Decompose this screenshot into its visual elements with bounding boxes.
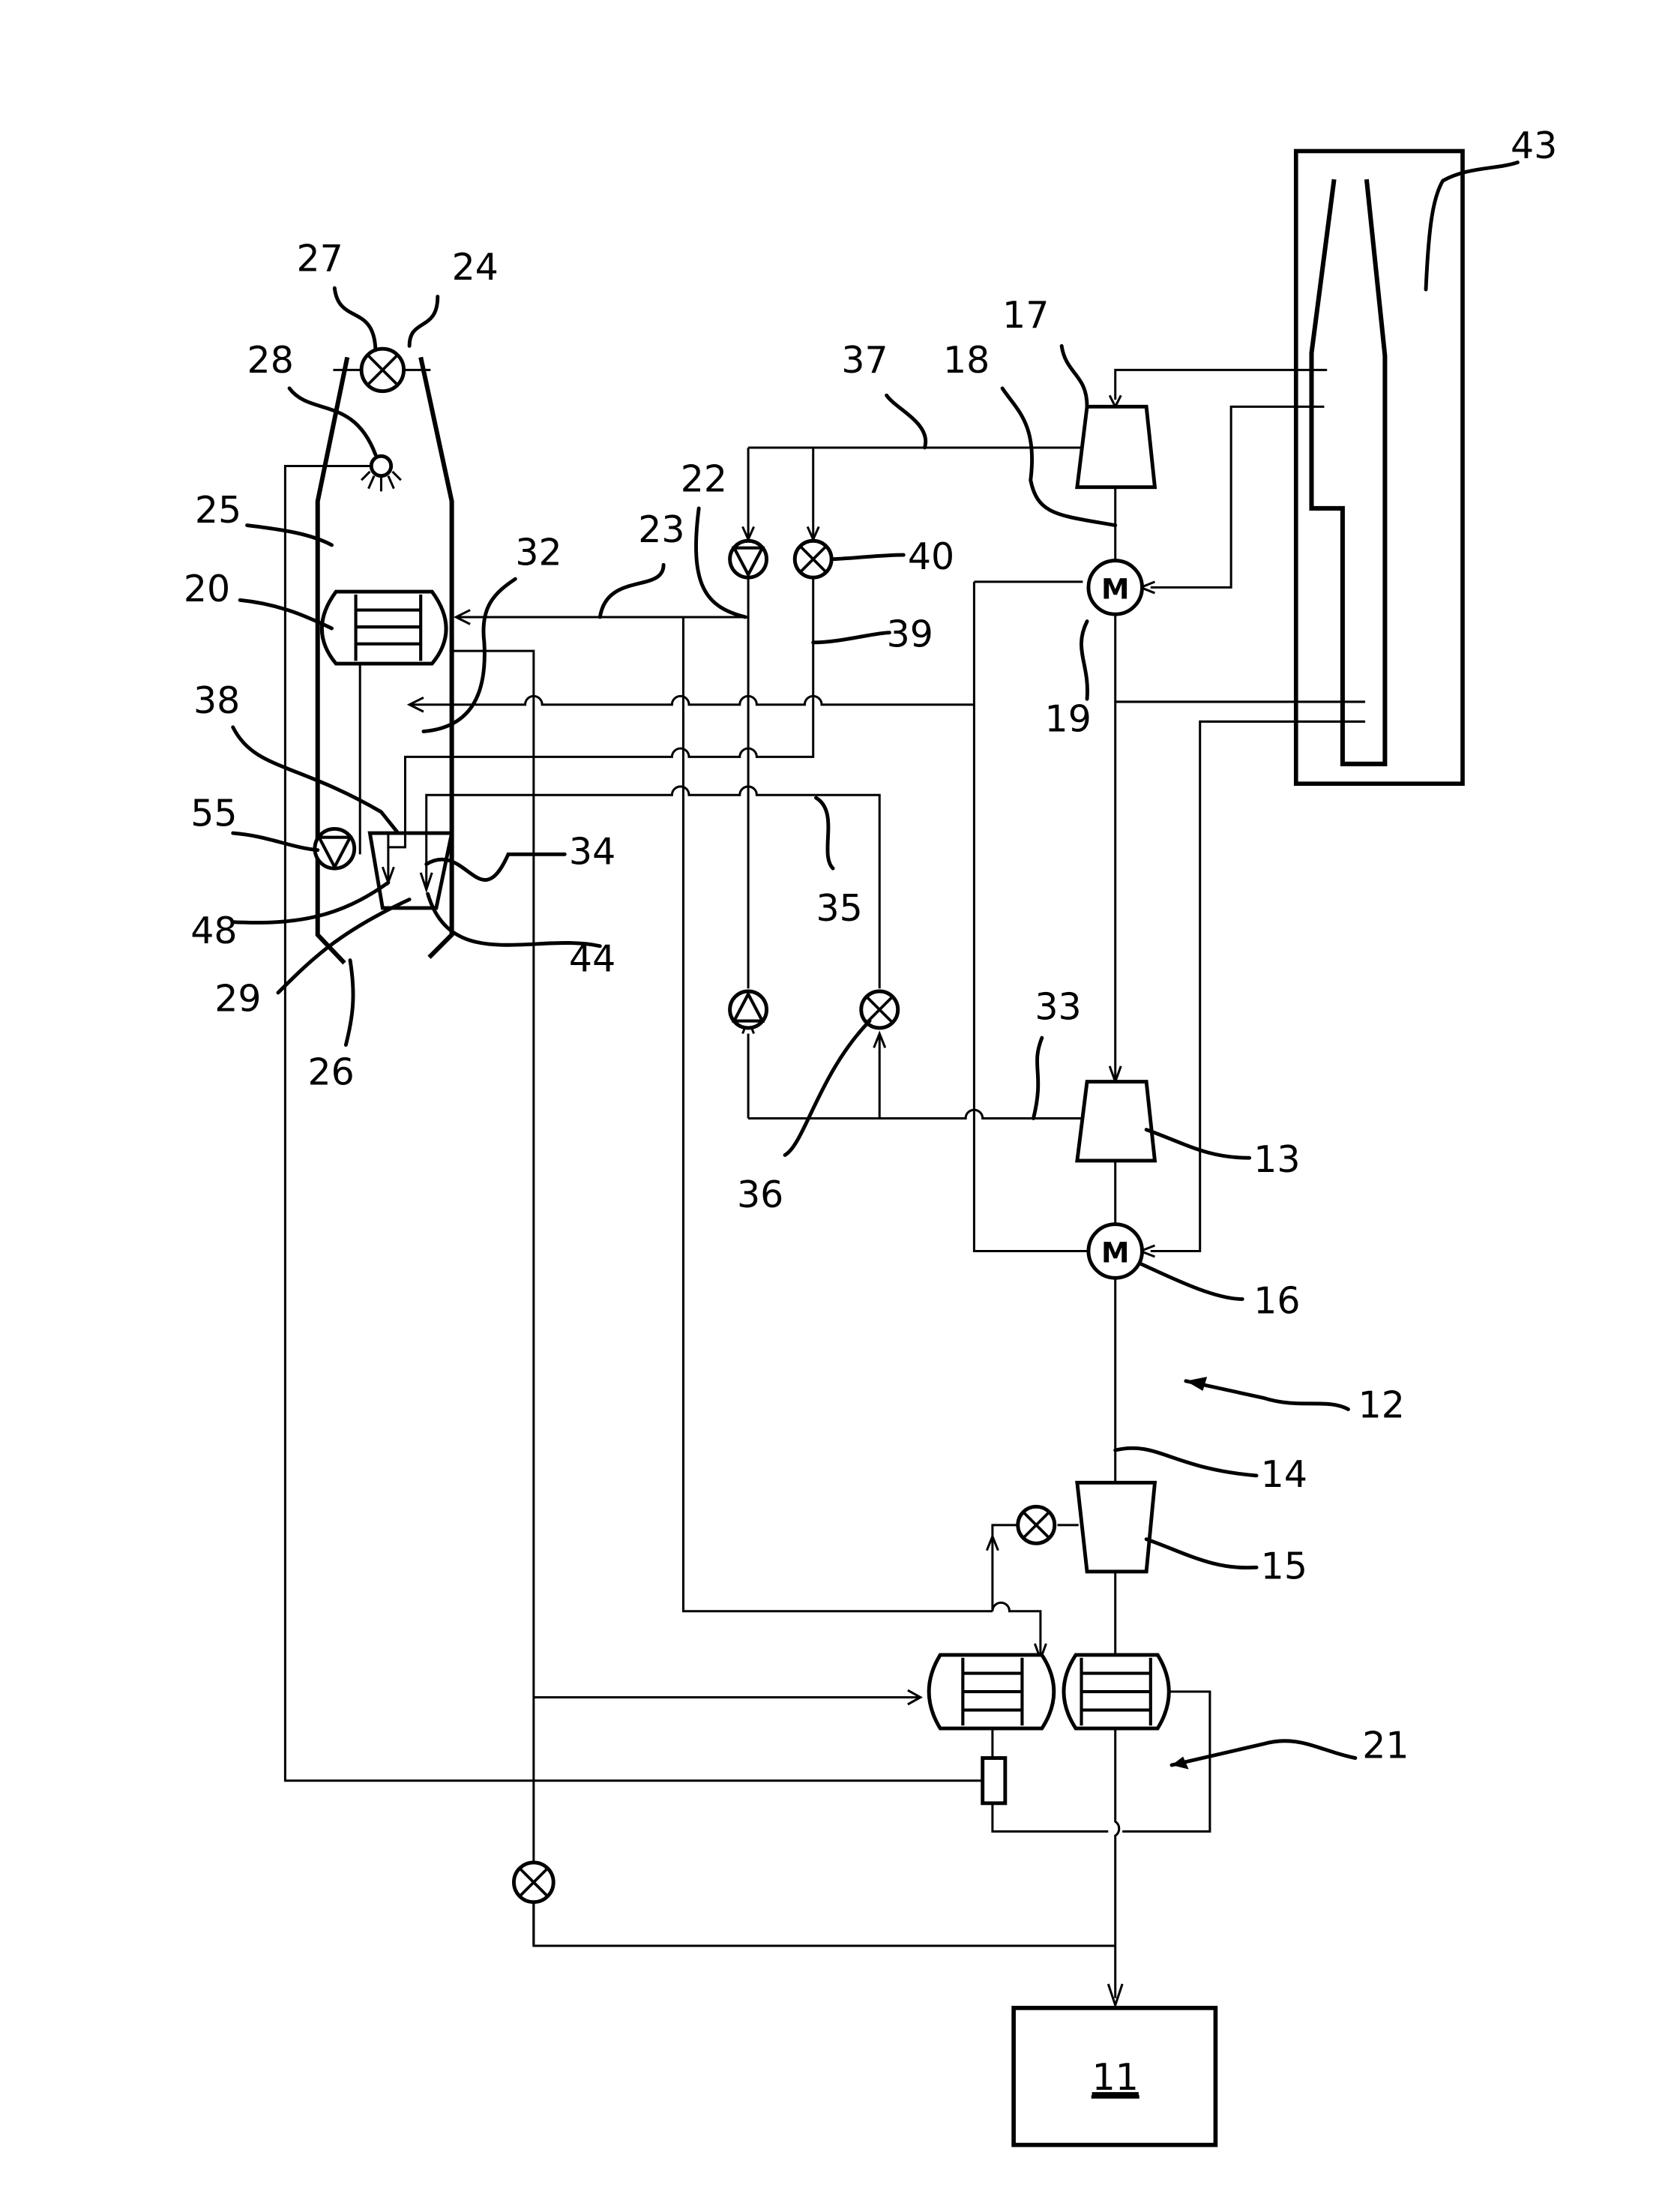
motor-19: M <box>1086 559 1144 616</box>
label-17: 17 <box>1002 294 1049 337</box>
motor-16: M <box>1086 1222 1144 1280</box>
label-29: 29 <box>214 977 261 1020</box>
vessel <box>315 356 454 965</box>
valve-bottom-left[interactable] <box>512 1860 556 1905</box>
label-20: 20 <box>184 568 230 610</box>
pipes <box>283 368 1366 2009</box>
expander-15 <box>1075 1480 1157 1574</box>
label-38: 38 <box>193 679 240 722</box>
separator-icon <box>367 831 454 910</box>
spray-nozzle-28 <box>361 454 402 492</box>
label-27: 27 <box>296 238 343 280</box>
label-36: 36 <box>737 1173 783 1216</box>
unit-11: 11 <box>1011 2006 1218 2148</box>
motor-icon <box>1086 559 1144 616</box>
pump-lower <box>728 989 769 1030</box>
label-37: 37 <box>841 339 888 382</box>
tower-43 <box>1293 148 1465 786</box>
compressor-icon <box>1075 404 1157 490</box>
label-19: 19 <box>1045 697 1092 740</box>
label-44: 44 <box>569 938 615 981</box>
label-33: 33 <box>1035 986 1081 1029</box>
valve-36[interactable] <box>859 989 900 1030</box>
label-35: 35 <box>816 887 862 930</box>
label-48: 48 <box>190 910 237 952</box>
nozzle-icon <box>369 454 394 478</box>
label-55: 55 <box>190 793 237 835</box>
label-26: 26 <box>308 1051 355 1093</box>
label-18: 18 <box>943 339 990 382</box>
label-14: 14 <box>1261 1453 1307 1496</box>
unit-box <box>1011 2006 1218 2148</box>
label-40: 40 <box>908 535 954 578</box>
valve-27[interactable] <box>359 346 406 394</box>
heat-exchanger-21-left <box>927 1653 1056 1731</box>
label-12: 12 <box>1358 1384 1405 1427</box>
compressor-icon <box>1075 1080 1157 1163</box>
pump-icon <box>313 826 357 871</box>
compressor-17 <box>1075 404 1157 490</box>
valve-15-line[interactable] <box>1016 1504 1057 1545</box>
label-25: 25 <box>195 489 241 532</box>
label-22: 22 <box>681 457 727 500</box>
heat-exchanger-20 <box>320 589 448 666</box>
label-43: 43 <box>1511 124 1557 167</box>
label-11: 11 <box>1092 2056 1139 2099</box>
label-21: 21 <box>1362 1725 1409 1767</box>
label-13: 13 <box>1253 1138 1300 1181</box>
label-28: 28 <box>247 339 294 382</box>
valve-40[interactable] <box>792 538 834 580</box>
compressor-13 <box>1075 1080 1157 1163</box>
expander-icon <box>1075 1480 1157 1574</box>
pump-22 <box>728 538 769 580</box>
pump-55 <box>313 826 357 871</box>
heat-exchanger-21-right <box>1062 1653 1171 1731</box>
motor-letter: M <box>1101 1236 1129 1269</box>
label-16: 16 <box>1253 1279 1300 1322</box>
resistor-element <box>981 1756 1008 1806</box>
label-24: 24 <box>452 246 499 289</box>
vessel-right-wall <box>418 356 454 959</box>
label-32: 32 <box>515 531 561 574</box>
motor-letter: M <box>1101 572 1129 605</box>
label-15: 15 <box>1261 1545 1307 1587</box>
label-34: 34 <box>569 831 615 874</box>
label-23: 23 <box>638 508 684 551</box>
leader-lines <box>231 160 1520 1770</box>
tower-frame <box>1293 148 1465 786</box>
motor-icon <box>1086 1222 1144 1280</box>
separator-29 <box>367 831 454 910</box>
label-39: 39 <box>887 613 933 655</box>
vessel-left-wall <box>315 356 350 965</box>
reference-labels: 27 24 28 25 20 38 55 48 29 26 34 44 32 2… <box>184 124 1557 1767</box>
